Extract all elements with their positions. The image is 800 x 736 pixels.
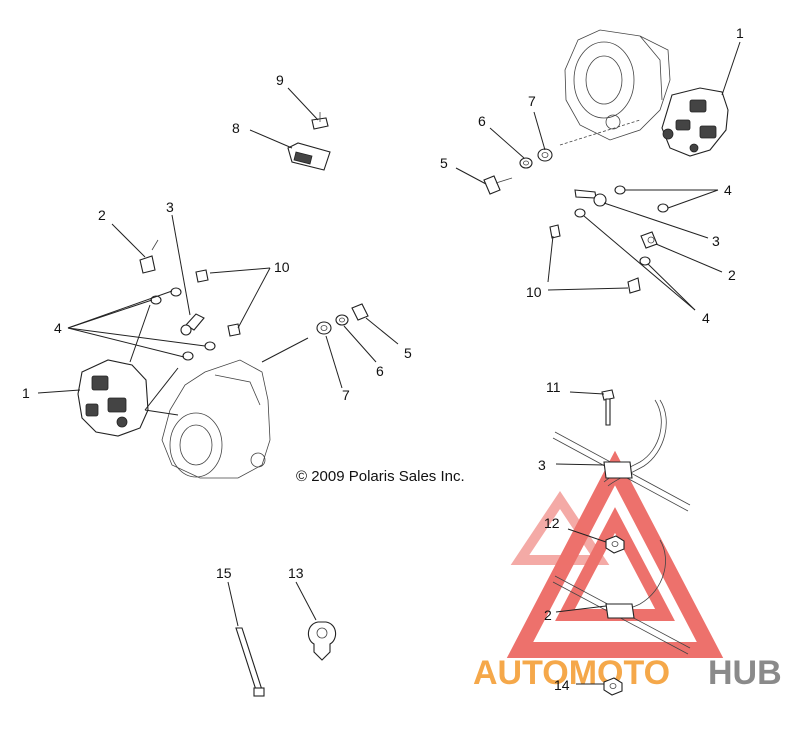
- right-banjo-bolt-3: [574, 189, 607, 207]
- left-brake-caliper: [77, 359, 149, 437]
- callout-bl-13: 13: [288, 565, 304, 581]
- callout-right-2: 2: [728, 267, 736, 283]
- callout-left-3: 3: [166, 199, 174, 215]
- watermark-brand-orange: AUTOMOTO: [473, 654, 670, 692]
- callout-right-4b: 4: [702, 310, 710, 326]
- right-washer-7: [537, 148, 553, 162]
- callout-br-12: 12: [544, 515, 560, 531]
- left-knuckle-housing: [161, 359, 271, 479]
- left-bleeder-10: [195, 269, 241, 337]
- callout-left-2: 2: [98, 207, 106, 223]
- nut-14: [603, 677, 623, 696]
- pin-9: [311, 112, 329, 130]
- callout-left-10: 10: [274, 259, 290, 275]
- callout-left-5: 5: [404, 345, 412, 361]
- left-washer-7: [316, 321, 332, 335]
- callout-br-3: 3: [538, 457, 546, 473]
- callout-right-7: 7: [528, 93, 536, 109]
- left-washers-4: [150, 287, 216, 361]
- left-banjo-bolt-3: [180, 313, 205, 336]
- cable-tie-15: [235, 627, 265, 697]
- push-clip-13: [307, 621, 337, 661]
- callout-right-5: 5: [440, 155, 448, 171]
- left-bolt-5: [351, 303, 369, 321]
- left-hose-fitting-2: [139, 239, 159, 274]
- callout-top-9: 9: [276, 72, 284, 88]
- bracket-bolt-11: [601, 389, 615, 426]
- copyright-notice: © 2009 Polaris Sales Inc.: [296, 468, 465, 485]
- leader-lines: [37, 41, 741, 685]
- callout-bl-15: 15: [216, 565, 232, 581]
- left-washer-6: [335, 314, 349, 326]
- right-bleeder-10: [549, 224, 641, 294]
- right-washer-4b: [574, 208, 651, 266]
- callout-right-1: 1: [736, 25, 744, 41]
- callout-top-8: 8: [232, 120, 240, 136]
- right-hose-fitting-2: [640, 231, 658, 249]
- callout-left-1: 1: [22, 385, 30, 401]
- right-knuckle-housing: [564, 29, 671, 141]
- callout-right-4a: 4: [724, 182, 732, 198]
- callout-left-7: 7: [342, 387, 350, 403]
- nut-12: [605, 535, 625, 554]
- callout-left-4: 4: [54, 320, 62, 336]
- line-clip-3: [603, 461, 633, 479]
- brake-pad-clip-8: [287, 142, 331, 171]
- callout-right-3: 3: [712, 233, 720, 249]
- right-brake-caliper: [661, 87, 729, 157]
- callout-br-14: 14: [554, 677, 570, 693]
- line-clip-2: [605, 603, 635, 619]
- watermark-brand-gray: HUB: [708, 654, 782, 692]
- right-bolt-5: [483, 175, 513, 195]
- right-washer-6: [519, 157, 533, 169]
- callout-right-6: 6: [478, 113, 486, 129]
- right-washers-4a: [614, 185, 669, 213]
- callout-br-2: 2: [544, 607, 552, 623]
- callout-left-6: 6: [376, 363, 384, 379]
- callout-right-10: 10: [526, 284, 542, 300]
- callout-br-11: 11: [546, 379, 561, 395]
